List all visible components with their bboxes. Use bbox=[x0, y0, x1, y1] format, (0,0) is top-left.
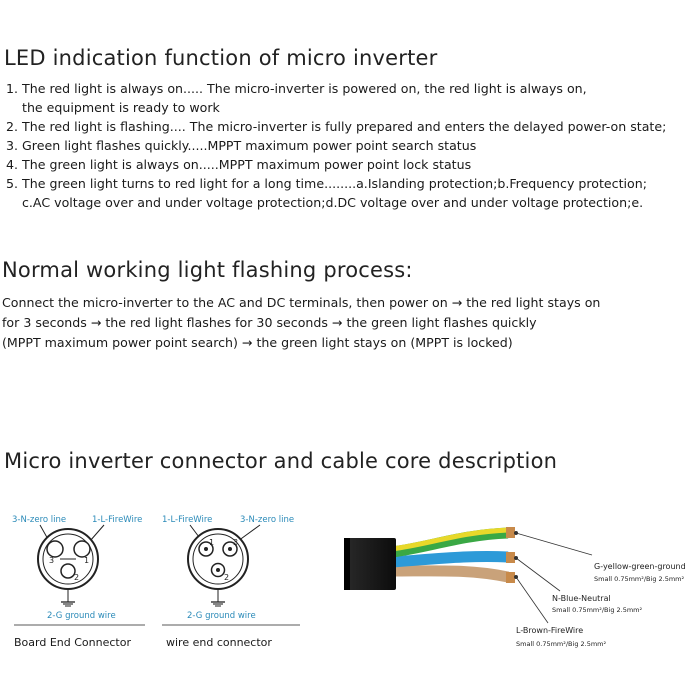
item-text: The green light is always on.....MPPT ma… bbox=[22, 157, 472, 172]
wire-connector-caption: wire end connector bbox=[166, 636, 272, 649]
ground-wire-size: Small 0.75mm²/Big 2.5mm² bbox=[594, 575, 685, 583]
pin3-label: 3-N-zero line bbox=[240, 515, 294, 525]
brown-fire-wire bbox=[391, 565, 510, 583]
blue-neutral-wire bbox=[391, 550, 509, 568]
cable-core-diagram: G-yellow-green-ground Small 0.75mm²/Big … bbox=[344, 527, 686, 648]
board-connector-caption: Board End Connector bbox=[14, 636, 131, 649]
connector-face: 3 1 2 bbox=[37, 528, 99, 590]
item-text: Green light flashes quickly.....MPPT max… bbox=[22, 138, 477, 153]
process-line: (MPPT maximum power point search) → the … bbox=[2, 335, 513, 350]
yellow-green-ground-wire bbox=[391, 527, 509, 558]
pin-number: 3 bbox=[49, 556, 54, 565]
list-item: 3. Green light flashes quickly.....MPPT … bbox=[6, 136, 666, 155]
fire-wire-name: L-Brown-FireWire bbox=[516, 626, 583, 635]
process-description: Connect the micro-inverter to the AC and… bbox=[2, 293, 600, 353]
list-item: 1. The red light is always on..... The m… bbox=[6, 79, 666, 98]
pin-number: 1 bbox=[209, 538, 214, 547]
item-number: 1. bbox=[6, 81, 19, 96]
pin3-label: 3-N-zero line bbox=[12, 515, 66, 525]
ground-wire-name: G-yellow-green-ground bbox=[594, 562, 686, 571]
item-text: The green light turns to red light for a… bbox=[22, 176, 647, 191]
fire-wire-size: Small 0.75mm²/Big 2.5mm² bbox=[516, 640, 607, 648]
ground-label: 2-G ground wire bbox=[47, 611, 116, 621]
pin-number: 3 bbox=[233, 538, 238, 547]
pin-number: 2 bbox=[74, 573, 79, 582]
led-section-title: LED indication function of micro inverte… bbox=[4, 46, 438, 70]
wire-end-connector-diagram: 1-L-FireWire 3-N-zero line 1 3 2 2-G gro… bbox=[162, 515, 300, 626]
connector-face: 1 3 2 bbox=[187, 528, 249, 590]
neutral-wire-name: N-Blue-Neutral bbox=[552, 594, 611, 603]
item-number: 3. bbox=[6, 138, 19, 153]
process-section-title: Normal working light flashing process: bbox=[2, 258, 413, 282]
list-item-continuation: the equipment is ready to work bbox=[22, 100, 220, 115]
pin1-label: 1-L-FireWire bbox=[92, 515, 142, 525]
board-end-connector-diagram: 3-N-zero line 1-L-FireWire 3 1 2 2-G gro… bbox=[12, 515, 145, 626]
neutral-wire-size: Small 0.75mm²/Big 2.5mm² bbox=[552, 606, 643, 614]
process-line: for 3 seconds → the red light flashes fo… bbox=[2, 315, 537, 330]
item-text: The red light is flashing.... The micro-… bbox=[22, 119, 667, 134]
ground-label: 2-G ground wire bbox=[187, 611, 256, 621]
list-item: 4. The green light is always on.....MPPT… bbox=[6, 155, 666, 174]
item-number: 2. bbox=[6, 119, 19, 134]
pin-number: 1 bbox=[84, 556, 89, 565]
pin-number: 2 bbox=[224, 573, 229, 582]
item-number: 4. bbox=[6, 157, 19, 172]
process-line: Connect the micro-inverter to the AC and… bbox=[2, 295, 601, 310]
list-item: 2. The red light is flashing.... The mic… bbox=[6, 117, 666, 136]
connector-section-title: Micro inverter connector and cable core … bbox=[4, 449, 558, 473]
list-item-continuation: c.AC voltage over and under voltage prot… bbox=[22, 195, 644, 210]
led-indication-list: 1. The red light is always on..... The m… bbox=[6, 79, 666, 212]
pin1-label: 1-L-FireWire bbox=[162, 515, 212, 525]
item-text: The red light is always on..... The micr… bbox=[22, 81, 587, 96]
cable-jacket bbox=[344, 538, 396, 590]
list-item: 5. The green light turns to red light fo… bbox=[6, 174, 666, 193]
item-number: 5. bbox=[6, 176, 19, 191]
